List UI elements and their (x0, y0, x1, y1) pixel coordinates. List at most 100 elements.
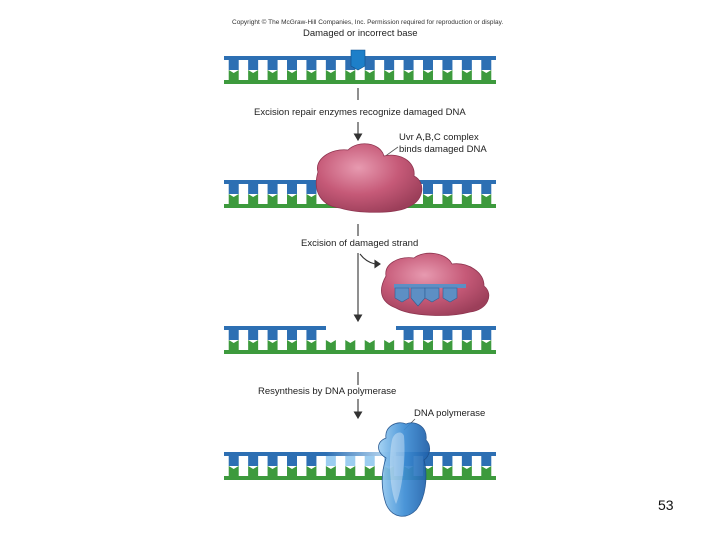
bottom-base (481, 70, 492, 80)
fragment-base (394, 287, 410, 303)
top-base (248, 456, 259, 466)
top-base (442, 184, 453, 194)
bottom-base (287, 340, 297, 350)
bottom-base (442, 70, 453, 80)
top-base (364, 60, 375, 70)
bottom-base (403, 70, 414, 80)
bottom-base (461, 194, 472, 204)
bottom-base (248, 70, 259, 80)
top-base (461, 60, 472, 70)
top-backbone (224, 326, 326, 330)
bottom-base (325, 466, 336, 476)
top-base (248, 184, 259, 194)
top-base (267, 456, 278, 466)
bottom-backbone (224, 350, 496, 354)
top-base (442, 60, 453, 70)
bottom-base (248, 194, 259, 204)
top-base (228, 456, 239, 466)
top-base (306, 456, 317, 466)
bottom-base (461, 466, 472, 476)
bottom-base (306, 340, 317, 350)
label-uvr-complex: Uvr A,B,C complex (399, 132, 479, 143)
top-base (267, 330, 278, 340)
top-base (461, 184, 472, 194)
top-base (345, 60, 356, 70)
fragment-base (410, 287, 426, 307)
label-damaged-base: Damaged or incorrect base (303, 28, 418, 39)
fragment-base (442, 287, 458, 303)
bottom-base (287, 70, 297, 80)
bottom-base (481, 466, 492, 476)
bottom-base (228, 466, 239, 476)
top-base (423, 330, 433, 340)
dna-original (224, 49, 496, 84)
top-base (267, 60, 278, 70)
bottom-backbone (224, 476, 496, 480)
bottom-base (423, 70, 433, 80)
top-base (481, 60, 492, 70)
page-number: 53 (658, 497, 674, 513)
bottom-base (364, 466, 375, 476)
top-base (442, 330, 453, 340)
top-base (306, 60, 317, 70)
bottom-base (267, 340, 278, 350)
bottom-base (403, 340, 414, 350)
fragment-backbone (394, 284, 466, 288)
top-base (306, 330, 317, 340)
uvr-complex-bound (315, 143, 423, 213)
bottom-base (287, 194, 297, 204)
top-base (325, 60, 336, 70)
bottom-base (364, 340, 375, 350)
bottom-base (325, 70, 336, 80)
bottom-base (267, 194, 278, 204)
bottom-base (461, 70, 472, 80)
top-base (345, 456, 356, 466)
label-dna-polymerase: DNA polymerase (414, 408, 485, 419)
step-arrows (353, 88, 381, 420)
bottom-base (481, 194, 492, 204)
top-base (287, 60, 297, 70)
bottom-base (345, 340, 356, 350)
top-base (423, 456, 433, 466)
top-base (442, 456, 453, 466)
top-base (481, 330, 492, 340)
bottom-base (423, 194, 433, 204)
bottom-base (345, 466, 356, 476)
damaged-base (350, 49, 366, 71)
top-base (267, 184, 278, 194)
label-binds-damaged: binds damaged DNA (399, 144, 487, 155)
top-base (364, 456, 375, 466)
bottom-base (267, 70, 278, 80)
bottom-base (248, 466, 259, 476)
bottom-base (248, 340, 259, 350)
polymerase-highlight (389, 432, 405, 504)
bottom-base (325, 340, 336, 350)
dna-excised (224, 326, 496, 354)
bottom-base (228, 194, 239, 204)
top-backbone (396, 326, 496, 330)
bottom-base (384, 340, 395, 350)
dna-polymerase-icon (378, 422, 430, 517)
new-backbone (326, 452, 396, 456)
top-base (461, 456, 472, 466)
top-base (287, 330, 297, 340)
bottom-base (364, 70, 375, 80)
top-base (228, 60, 239, 70)
top-base (248, 60, 259, 70)
top-base (403, 330, 414, 340)
fragment-base (424, 287, 440, 303)
top-base (461, 330, 472, 340)
label-resynthesis: Resynthesis by DNA polymerase (258, 386, 396, 397)
top-base (325, 456, 336, 466)
bottom-base (306, 466, 317, 476)
copyright-notice: Copyright © The McGraw-Hill Companies, I… (232, 18, 503, 26)
dna-resynthesized (224, 452, 496, 480)
bottom-base (287, 466, 297, 476)
bottom-backbone (224, 80, 496, 84)
top-base (481, 184, 492, 194)
top-base (248, 330, 259, 340)
top-base (287, 184, 297, 194)
bottom-base (442, 466, 453, 476)
dna-strands (224, 49, 496, 480)
